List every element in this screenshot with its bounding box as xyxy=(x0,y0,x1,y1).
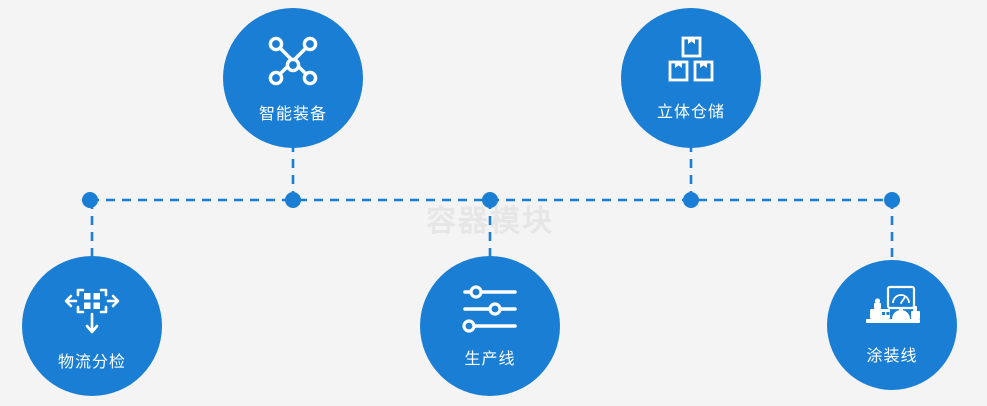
dot-smart-equipment xyxy=(285,192,301,208)
node-label-painting: 涂装线 xyxy=(866,347,918,365)
node-painting[interactable]: 涂装线 xyxy=(827,260,957,390)
network-nodes-icon xyxy=(265,33,321,89)
stacked-boxes-icon xyxy=(664,35,718,87)
node-smart-equipment[interactable]: 智能装备 xyxy=(223,8,363,148)
node-label-warehouse: 立体仓储 xyxy=(656,103,725,121)
factory-machine-icon xyxy=(862,285,922,333)
node-label-production: 生产线 xyxy=(464,350,516,368)
dot-production xyxy=(482,192,498,208)
node-label-smart-equipment: 智能装备 xyxy=(258,105,327,123)
node-sorting[interactable]: 物流分检 xyxy=(22,256,162,396)
watermark-text: 容器模块 xyxy=(426,205,554,238)
node-label-sorting: 物流分检 xyxy=(57,353,126,371)
node-warehouse[interactable]: 立体仓储 xyxy=(621,8,761,148)
dot-painting xyxy=(884,192,900,208)
node-production[interactable]: 生产线 xyxy=(420,256,560,396)
sliders-icon xyxy=(461,284,519,334)
dot-warehouse xyxy=(683,192,699,208)
dot-sorting xyxy=(82,192,98,208)
sorting-arrows-grid-icon xyxy=(63,281,121,337)
